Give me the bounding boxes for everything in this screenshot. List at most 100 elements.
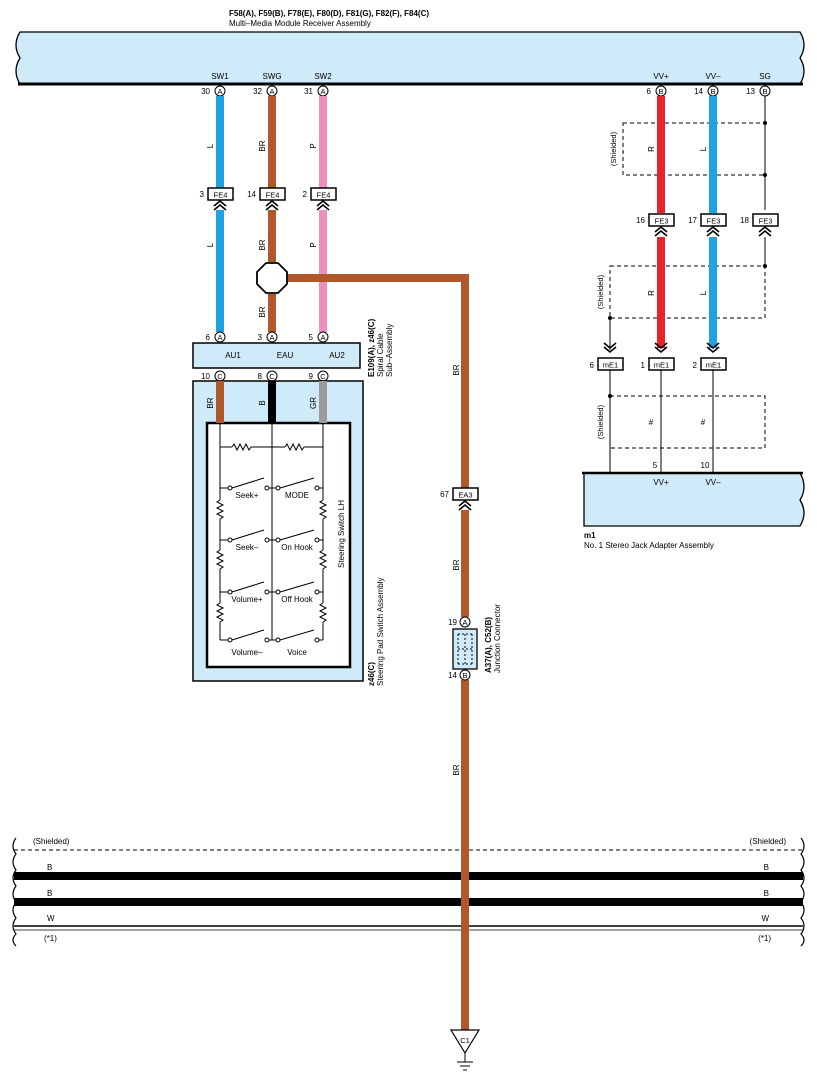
svg-text:5: 5 bbox=[309, 333, 314, 342]
svg-text:C: C bbox=[269, 372, 275, 381]
button-label: MODE bbox=[285, 491, 309, 500]
svg-text:B: B bbox=[658, 87, 663, 96]
spiral-connector-ids: E109(A), z46(C) bbox=[367, 318, 376, 377]
bus-wire-label: B bbox=[47, 889, 52, 898]
svg-text:B: B bbox=[710, 87, 715, 96]
spiral-bottom-pin: 9 C bbox=[309, 370, 329, 382]
svg-text:31: 31 bbox=[304, 87, 313, 96]
fe3-pin-17: 17 FE3 bbox=[688, 213, 727, 237]
button-label: On Hook bbox=[281, 543, 314, 552]
bus-shield-right: (Shielded) bbox=[750, 837, 787, 846]
svg-text:6: 6 bbox=[647, 87, 652, 96]
bus-wire-label: B bbox=[47, 863, 52, 872]
svg-text:19: 19 bbox=[448, 618, 457, 627]
svg-text:13: 13 bbox=[746, 87, 755, 96]
wire-color-label: BR bbox=[452, 364, 461, 375]
wire-color-label: GR bbox=[309, 397, 318, 409]
ground-symbol: C1 bbox=[449, 1029, 481, 1071]
svg-text:FE4: FE4 bbox=[214, 191, 228, 200]
svg-text:17: 17 bbox=[688, 216, 697, 225]
svg-text:A: A bbox=[320, 87, 325, 96]
bus-wire-label: W bbox=[761, 914, 769, 923]
junction-connector: 19 A 14 B A37(A), C52(B) Junction Connec… bbox=[448, 604, 502, 681]
steering-pad-connector-id: z46(C) bbox=[367, 662, 376, 686]
ea3-connector: 67 EA3 bbox=[440, 487, 479, 511]
fe4-pin-3: 3 FE4 bbox=[200, 187, 234, 211]
switch-row bbox=[220, 529, 323, 543]
bottom-bus: (Shielded) (Shielded) B B B B W W (*1) (… bbox=[12, 837, 805, 947]
wire-color-label: BR bbox=[206, 397, 215, 408]
svg-text:2: 2 bbox=[303, 190, 308, 199]
svg-text:FE4: FE4 bbox=[317, 191, 331, 200]
svg-text:3: 3 bbox=[258, 333, 263, 342]
me1-pin-2: 2 mE1 bbox=[693, 357, 727, 371]
wire-color-label: P bbox=[309, 143, 318, 148]
left-wires: L BR P L BR P BR bbox=[206, 96, 327, 332]
svg-text:10: 10 bbox=[201, 372, 210, 381]
wire-color-label: R bbox=[647, 146, 656, 152]
wire-color-label: L bbox=[206, 242, 215, 247]
spiral-name-line1: Spiral Cable bbox=[376, 333, 385, 377]
hash-mark: # bbox=[649, 418, 654, 427]
svg-text:SW1: SW1 bbox=[211, 72, 229, 81]
switch-row bbox=[220, 629, 323, 643]
wire-color-label: R bbox=[647, 290, 656, 296]
button-label: Volume+ bbox=[231, 595, 263, 604]
button-label: Voice bbox=[287, 648, 307, 657]
steering-switch-name: Steering Switch LH bbox=[337, 500, 346, 568]
svg-text:6: 6 bbox=[206, 333, 211, 342]
jack-connector-id: m1 bbox=[584, 531, 596, 540]
spiral-top-pin: 6 A bbox=[206, 331, 226, 343]
receiver-assembly: F58(A), F59(B), F78(E), F80(D), F81(G), … bbox=[15, 9, 805, 97]
button-label: Off Hook bbox=[281, 595, 313, 604]
steering-pad-switch-assembly: BR B GR bbox=[192, 380, 385, 687]
jack-pin: 5 bbox=[653, 461, 658, 470]
spiral-bottom-pin: 10 C bbox=[201, 370, 226, 382]
switch-row bbox=[220, 581, 323, 595]
svg-text:FE3: FE3 bbox=[759, 217, 773, 226]
bus-note-left: (*1) bbox=[44, 934, 57, 943]
hash-mark: # bbox=[701, 418, 706, 427]
button-label: Seek+ bbox=[236, 491, 259, 500]
receiver-connector-ids: F58(A), F59(B), F78(E), F80(D), F81(G), … bbox=[229, 9, 429, 18]
fe4-pin-14: 14 FE4 bbox=[247, 187, 286, 211]
receiver-body bbox=[15, 31, 805, 85]
svg-text:1: 1 bbox=[641, 361, 646, 370]
jack-terminal: VV+ bbox=[653, 478, 669, 487]
svg-text:18: 18 bbox=[740, 216, 749, 225]
svg-text:SWG: SWG bbox=[262, 72, 281, 81]
spiral-terminal: EAU bbox=[277, 351, 294, 360]
svg-text:FE3: FE3 bbox=[655, 217, 669, 226]
wire-color-label: BR bbox=[452, 764, 461, 775]
fe3-pin-18: 18 FE3 bbox=[740, 213, 779, 237]
svg-text:14: 14 bbox=[448, 671, 457, 680]
switch-row bbox=[220, 477, 323, 491]
svg-text:mE1: mE1 bbox=[654, 361, 669, 370]
wire-color-label: L bbox=[699, 146, 708, 151]
svg-text:8: 8 bbox=[258, 372, 263, 381]
svg-text:30: 30 bbox=[201, 87, 210, 96]
junction-name: Junction Connector bbox=[493, 604, 502, 673]
svg-text:SW2: SW2 bbox=[314, 72, 332, 81]
switch-circuit bbox=[215, 423, 328, 640]
svg-text:mE1: mE1 bbox=[706, 361, 721, 370]
svg-text:B: B bbox=[462, 671, 467, 680]
svg-text:A: A bbox=[217, 333, 222, 342]
svg-text:mE1: mE1 bbox=[603, 361, 618, 370]
wire-color-label: L bbox=[206, 143, 215, 148]
fe4-pin-2: 2 FE4 bbox=[303, 187, 337, 211]
svg-text:A: A bbox=[462, 618, 467, 627]
jack-pin: 10 bbox=[701, 461, 710, 470]
shielded-label: (Shielded) bbox=[596, 274, 605, 309]
steering-pad-name: Steering Pad Switch Assembly bbox=[376, 578, 385, 687]
svg-text:VV–: VV– bbox=[705, 72, 721, 81]
junction-connector-ids: A37(A), C52(B) bbox=[484, 617, 493, 673]
button-label: Seek– bbox=[236, 543, 259, 552]
svg-text:6: 6 bbox=[590, 361, 595, 370]
spiral-bottom-pin: 8 C bbox=[258, 370, 278, 382]
svg-text:FE4: FE4 bbox=[266, 191, 280, 200]
svg-text:C: C bbox=[320, 372, 326, 381]
right-wires: (Shielded) R L 1 6 FE3 17 FE3 18 FE3 bbox=[590, 96, 779, 473]
spiral-terminal: AU1 bbox=[225, 351, 241, 360]
